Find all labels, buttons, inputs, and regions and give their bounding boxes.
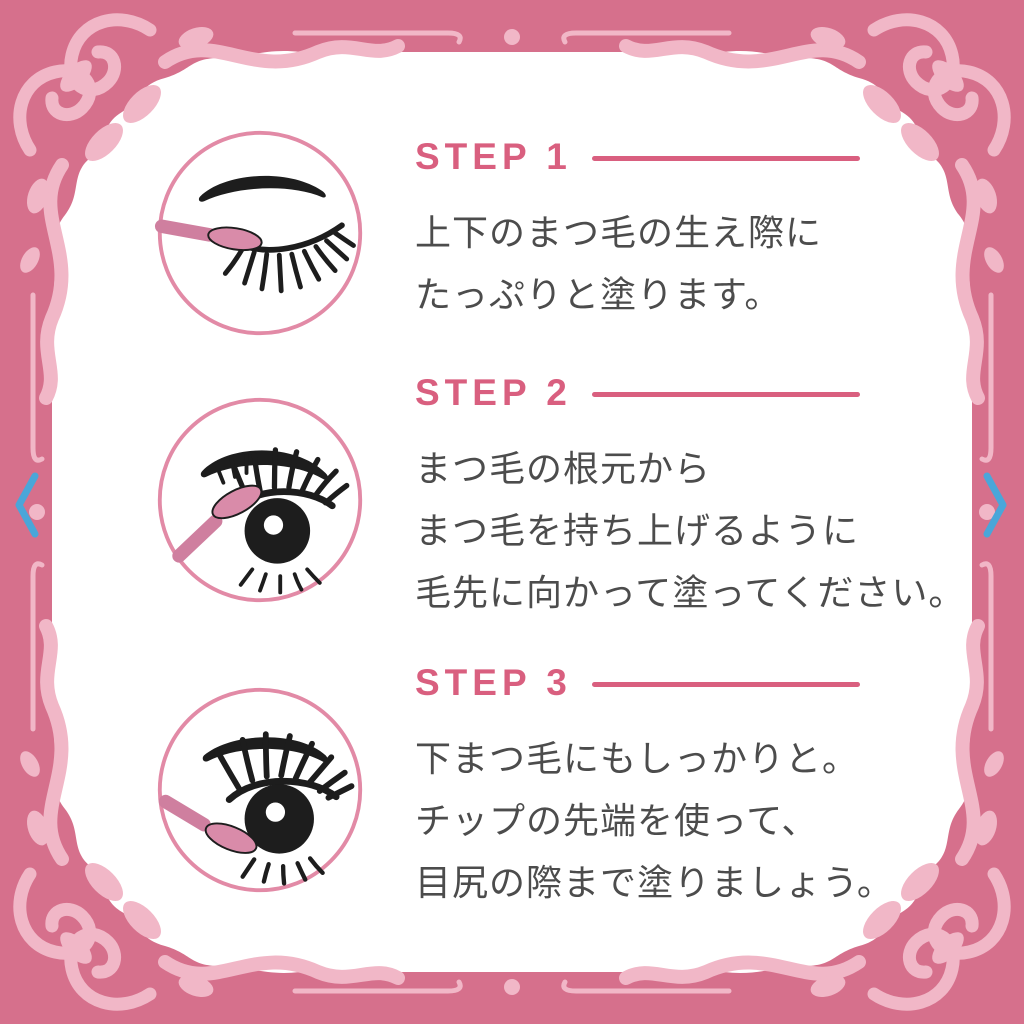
step-2-line-1: まつ毛の根元から	[415, 448, 712, 489]
step-3-line-1: 下まつ毛にもしっかりと。	[415, 738, 860, 779]
step-2-line-2: まつ毛を持ち上げるように	[415, 510, 860, 551]
lower-lashes	[238, 567, 322, 595]
step-1-line-1: 上下のまつ毛の生え際に	[415, 212, 823, 253]
inner-border-line	[30, 30, 994, 994]
step-3-section: STEP 3 下まつ毛にもしっかりと。 チップの先端を使って、 目尻の際まで塗り…	[415, 662, 955, 914]
step-heading-rule	[591, 681, 860, 687]
step-1-illustration closed-eye-icon	[154, 130, 363, 336]
corner-flourish-ornament	[13, 13, 405, 405]
step-1-heading: STEP 1	[415, 136, 572, 177]
illustration-circle	[157, 397, 363, 603]
applicator-icon	[158, 794, 258, 854]
chevron-right-icon	[983, 472, 1007, 538]
step-1-line-2: たっぷりと塗ります。	[415, 274, 782, 315]
step-heading-rule	[591, 155, 860, 161]
applicator-icon	[172, 484, 263, 563]
chevron-left-icon	[15, 472, 39, 538]
illustration-circle	[157, 130, 363, 336]
upper-lashes	[230, 447, 350, 512]
closed-eye-lashes	[222, 222, 356, 294]
root-lash-tips	[213, 451, 249, 485]
illustration-circle	[157, 687, 363, 893]
carousel-prev-button[interactable]	[12, 472, 42, 538]
step-2-illustration open-eye-icon	[157, 397, 363, 603]
step-3-illustration open-eye-icon	[157, 687, 363, 893]
iris-highlight	[263, 515, 284, 535]
upper-lashes	[214, 731, 355, 804]
lower-lashes	[240, 856, 325, 886]
step-3-line-3: 目尻の際まで塗りましょう。	[415, 862, 894, 903]
inner-border-dots	[29, 29, 995, 995]
carousel-next-button[interactable]	[980, 472, 1010, 538]
applicator-icon	[154, 219, 263, 252]
step-2-line-3: 毛先に向かって塗ってください。	[415, 572, 966, 613]
step-2-section: STEP 2 まつ毛の根元から まつ毛を持ち上げるように 毛先に向かって塗ってく…	[415, 372, 966, 624]
eyebrow	[202, 737, 328, 763]
step-2-heading: STEP 2	[415, 372, 572, 413]
iris-highlight	[265, 802, 286, 822]
step-heading-rule	[591, 391, 860, 397]
step-3-line-2: チップの先端を使って、	[415, 800, 819, 841]
step-3-heading: STEP 3	[415, 662, 572, 703]
step-1-section: STEP 1 上下のまつ毛の生え際に たっぷりと塗ります。	[415, 136, 955, 326]
eyebrow	[198, 175, 326, 202]
